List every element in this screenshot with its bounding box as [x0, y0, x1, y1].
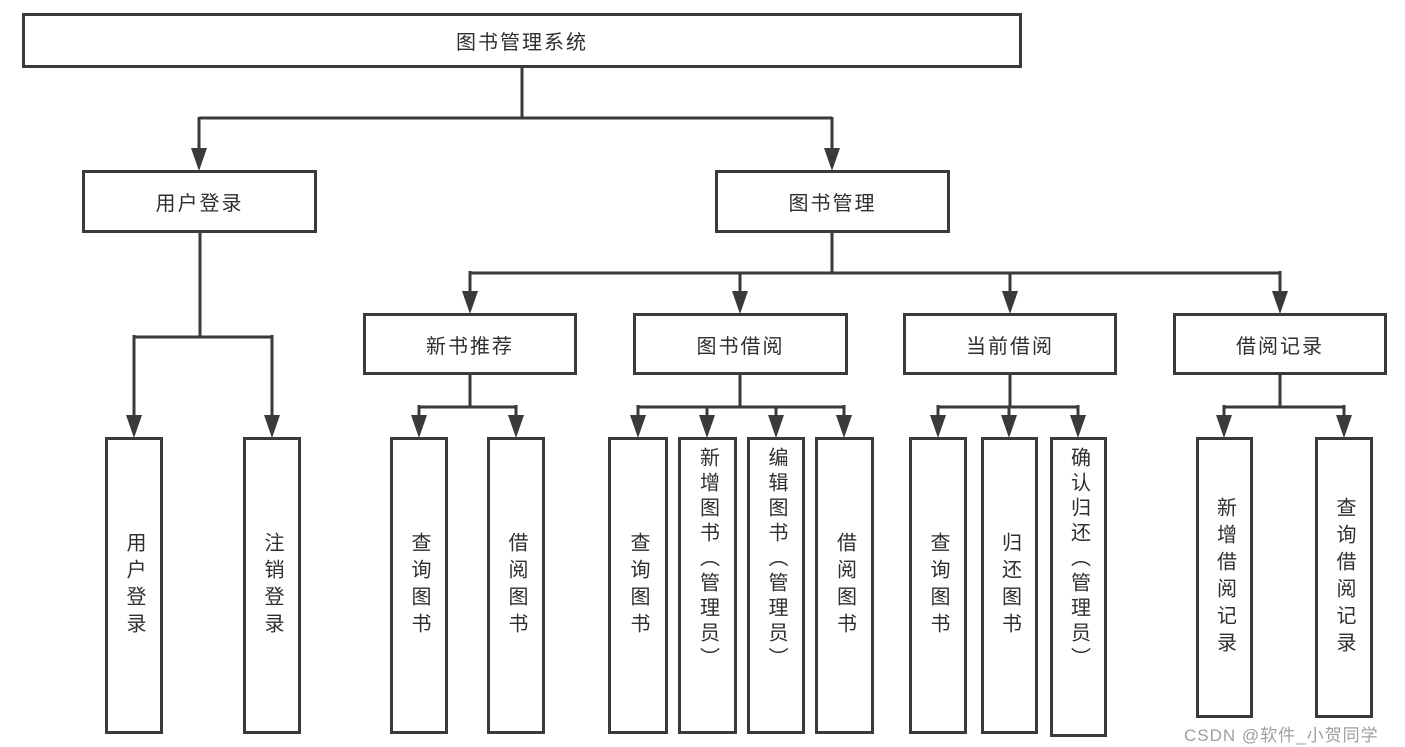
leaf-query-books-borrow: 查询图书	[608, 437, 668, 734]
leaf-add-borrow-record-label: 新增借阅记录	[1213, 496, 1236, 659]
leaf-user-login-label: 用户登录	[123, 531, 145, 640]
leaf-confirm-return-admin: 确认归还（管理员）	[1050, 437, 1107, 737]
node-book-borrow: 图书借阅	[633, 313, 848, 375]
leaf-query-borrow-record: 查询借阅记录	[1315, 437, 1373, 718]
node-book-borrow-label: 图书借阅	[696, 335, 785, 358]
node-current-borrow-label: 当前借阅	[966, 335, 1054, 358]
node-book-management: 图书管理	[715, 170, 950, 233]
connector-new-book-branch	[411, 374, 524, 438]
leaf-return-books: 归还图书	[981, 437, 1038, 734]
connector-book-borrow-branch	[630, 374, 852, 438]
node-borrow-records: 借阅记录	[1173, 313, 1387, 375]
leaf-query-borrow-record-label: 查询借阅记录	[1333, 496, 1355, 659]
connector-borrow-records-branch	[1216, 374, 1352, 438]
leaf-logout-label: 注销登录	[261, 531, 283, 640]
connector-book-management-branch	[462, 232, 1288, 314]
connector-root-to-level2	[191, 68, 840, 171]
leaf-add-book-admin-label: 新增图书（管理员）	[696, 447, 719, 672]
leaf-query-books-borrow-label: 查询图书	[627, 531, 649, 640]
node-current-borrow: 当前借阅	[903, 313, 1117, 375]
leaf-borrow-books-label: 借阅图书	[833, 531, 856, 640]
leaf-edit-book-admin: 编辑图书（管理员）	[747, 437, 805, 734]
leaf-query-books-current: 查询图书	[909, 437, 967, 734]
leaf-query-books-current-label: 查询图书	[927, 531, 949, 640]
leaf-query-books-recommend-label: 查询图书	[408, 531, 430, 640]
leaf-logout: 注销登录	[243, 437, 301, 734]
leaf-borrow-books-recommend-label: 借阅图书	[505, 531, 527, 640]
node-user-login: 用户登录	[82, 170, 317, 233]
node-new-book-recommend-label: 新书推荐	[426, 335, 514, 358]
csdn-watermark: CSDN @软件_小贺同学	[1184, 726, 1379, 745]
node-user-login-label: 用户登录	[155, 193, 244, 215]
leaf-borrow-books-recommend: 借阅图书	[487, 437, 545, 734]
leaf-user-login: 用户登录	[105, 437, 163, 734]
leaf-return-books-label: 归还图书	[998, 531, 1021, 640]
leaf-add-borrow-record: 新增借阅记录	[1196, 437, 1253, 718]
node-book-management-label: 图书管理	[788, 193, 877, 215]
leaf-borrow-books: 借阅图书	[815, 437, 874, 734]
connector-user-login-branch	[126, 232, 280, 438]
leaf-add-book-admin: 新增图书（管理员）	[678, 437, 737, 734]
node-library-system-label: 图书管理系统	[456, 32, 588, 54]
leaf-edit-book-admin-label: 编辑图书（管理员）	[765, 447, 787, 672]
leaf-confirm-return-admin-label: 确认归还（管理员）	[1067, 447, 1090, 672]
leaf-query-books-recommend: 查询图书	[390, 437, 448, 734]
connector-current-borrow-branch	[930, 374, 1086, 438]
node-borrow-records-label: 借阅记录	[1236, 335, 1324, 358]
node-library-system: 图书管理系统	[22, 13, 1022, 68]
node-new-book-recommend: 新书推荐	[363, 313, 577, 375]
